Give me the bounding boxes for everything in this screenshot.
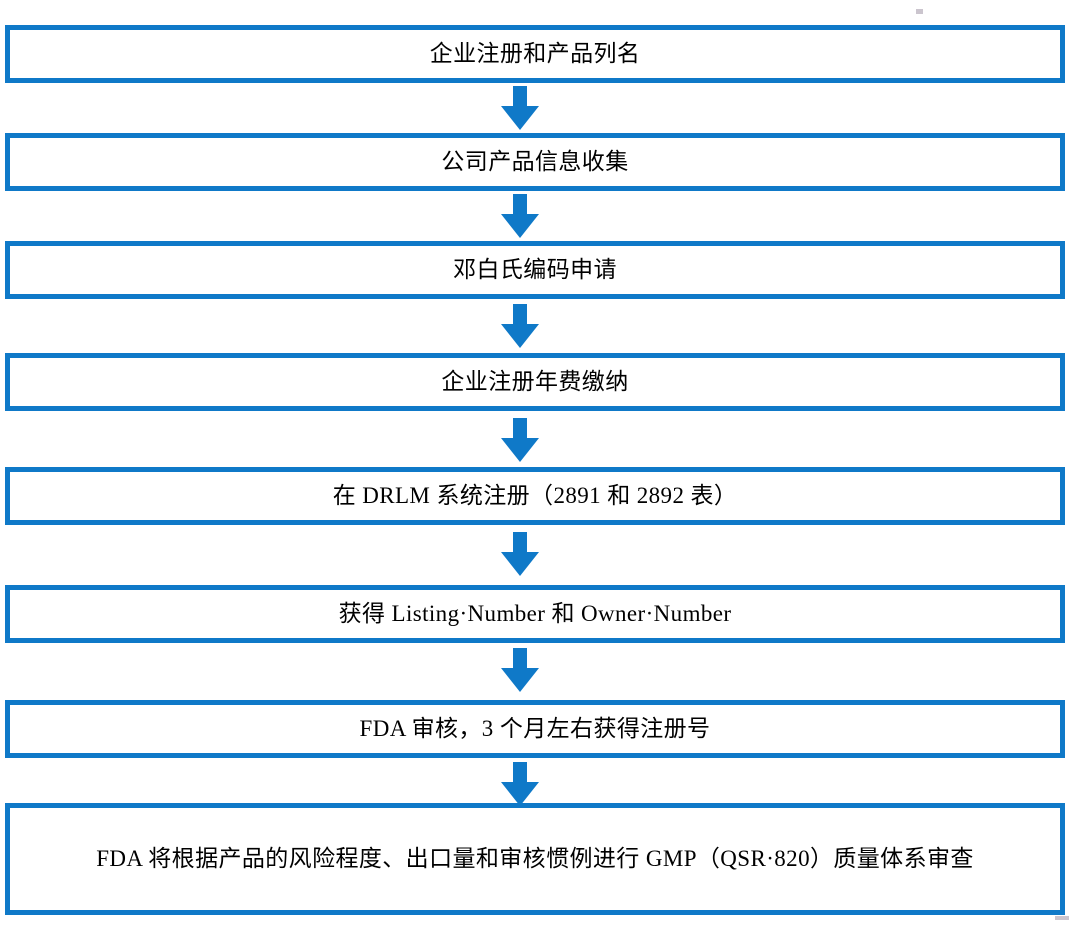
flow-step-7-label: FDA 审核，3 个月左右获得注册号: [359, 716, 711, 741]
flow-step-7[interactable]: FDA 审核，3 个月左右获得注册号: [5, 700, 1065, 758]
down-arrow-icon-5: [501, 532, 539, 576]
stray-tick-mark-bottom-icon: [1055, 916, 1069, 920]
flow-step-3-label: 邓白氏编码申请: [453, 257, 617, 282]
flow-step-4[interactable]: 企业注册年费缴纳: [5, 353, 1065, 411]
flow-step-2[interactable]: 公司产品信息收集: [5, 133, 1065, 191]
down-arrow-icon-3: [501, 304, 539, 348]
arrow-shaft: [513, 532, 527, 554]
arrow-shaft: [513, 762, 527, 784]
flow-step-6-label: 获得 Listing·Number 和 Owner·Number: [338, 601, 732, 626]
arrow-head: [501, 782, 539, 806]
down-arrow-icon-4: [501, 418, 539, 462]
arrow-head: [501, 324, 539, 348]
arrow-shaft: [513, 194, 527, 216]
arrow-head: [501, 214, 539, 238]
flow-step-6[interactable]: 获得 Listing·Number 和 Owner·Number: [5, 585, 1065, 643]
down-arrow-icon-7: [501, 762, 539, 806]
down-arrow-icon-6: [501, 648, 539, 692]
arrow-head: [501, 668, 539, 692]
arrow-shaft: [513, 648, 527, 670]
flow-step-5[interactable]: 在 DRLM 系统注册（2891 和 2892 表）: [5, 467, 1065, 525]
down-arrow-icon-1: [501, 86, 539, 130]
flow-step-1[interactable]: 企业注册和产品列名: [5, 25, 1065, 83]
arrow-head: [501, 438, 539, 462]
arrow-head: [501, 552, 539, 576]
arrow-head: [501, 106, 539, 130]
arrow-shaft: [513, 418, 527, 440]
flow-step-2-label: 公司产品信息收集: [441, 149, 629, 174]
flow-step-8[interactable]: FDA 将根据产品的风险程度、出口量和审核惯例进行 GMP（QSR·820）质量…: [5, 803, 1065, 915]
flow-step-3[interactable]: 邓白氏编码申请: [5, 241, 1065, 299]
flow-step-5-label: 在 DRLM 系统注册（2891 和 2892 表）: [332, 483, 738, 508]
down-arrow-icon-2: [501, 194, 539, 238]
flow-step-8-label: FDA 将根据产品的风险程度、出口量和审核惯例进行 GMP（QSR·820）质量…: [96, 846, 974, 871]
flow-step-1-label: 企业注册和产品列名: [429, 41, 641, 66]
flow-step-4-label: 企业注册年费缴纳: [441, 369, 629, 394]
arrow-shaft: [513, 86, 527, 108]
stray-tick-mark-top-icon: [916, 9, 923, 14]
arrow-shaft: [513, 304, 527, 326]
